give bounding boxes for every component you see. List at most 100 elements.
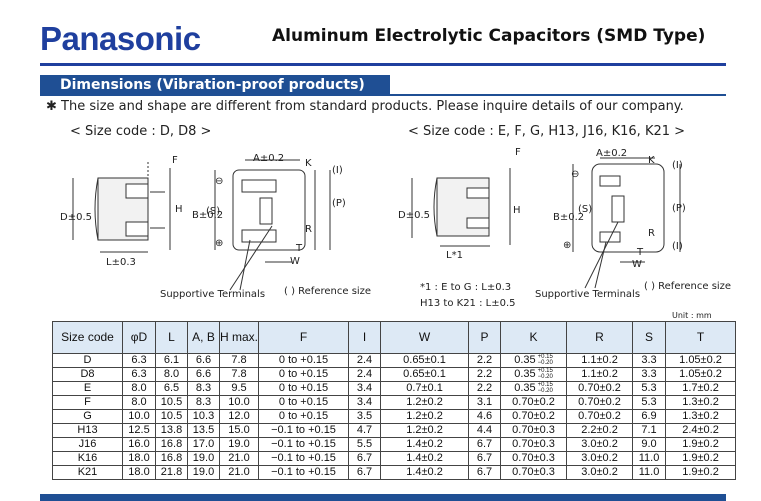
header-r: R	[566, 321, 634, 354]
cell-t: 1.9±0.2	[665, 451, 737, 466]
cell-w: 1.4±0.2	[380, 465, 470, 480]
header-size-code: Size code	[52, 321, 123, 354]
cell-t: 1.05±0.2	[665, 353, 737, 368]
label-b-left: B±0.2	[192, 210, 224, 221]
cell-t: 1.3±0.2	[665, 409, 737, 424]
minus-mark-right: ⊖	[571, 169, 580, 180]
reference-size-left: ( ) Reference size	[284, 286, 372, 297]
label-t-right: T	[637, 247, 644, 258]
label-r-left: R	[305, 224, 312, 235]
note-size-h13-to-k21: H13 to K21 : L±0.5	[420, 298, 516, 309]
cell-k: 0.70±0.2	[500, 395, 568, 410]
cell-r: 3.0±0.2	[566, 451, 634, 466]
cell-i: 2.4	[348, 367, 382, 382]
k-tolerance-lower: −0.20	[537, 360, 553, 367]
reference-size-right: ( ) Reference size	[644, 281, 732, 292]
cell-r: 3.0±0.2	[566, 437, 634, 452]
cell-f: 0 to +0.15	[258, 353, 350, 368]
cell-r: 0.70±0.2	[566, 395, 634, 410]
label-b-right: B±0.2	[553, 212, 585, 223]
cell-s: 6.9	[632, 409, 667, 424]
k-tolerance: +0.15−0.20	[538, 354, 553, 366]
cell-r: 2.2±0.2	[566, 423, 634, 438]
cell-i: 3.4	[348, 395, 382, 410]
cell-code: D	[52, 353, 123, 368]
cell-d: 18.0	[122, 465, 156, 480]
cell-w: 1.2±0.2	[380, 409, 470, 424]
label-h-left: H	[175, 204, 183, 215]
cell-k: 0.70±0.3	[500, 423, 568, 438]
label-r-right: R	[648, 228, 655, 239]
cell-f: −0.1 to +0.15	[258, 451, 350, 466]
cell-p: 2.2	[468, 367, 502, 382]
cell-d: 6.3	[122, 367, 156, 382]
cell-s: 7.1	[632, 423, 667, 438]
cell-f: 0 to +0.15	[258, 409, 350, 424]
cell-d: 12.5	[122, 423, 156, 438]
header-d: φD	[122, 321, 156, 354]
left-size-code-label: < Size code : D, D8 >	[70, 124, 212, 139]
cell-k: 0.70±0.3	[500, 451, 568, 466]
cell-l: 8.0	[155, 367, 188, 382]
cell-h: 7.8	[218, 353, 260, 368]
k-tolerance-upper: +0.15	[537, 382, 553, 389]
cell-k: 0.70±0.3	[500, 437, 568, 452]
cell-d: 18.0	[122, 451, 156, 466]
dimension-drawings	[72, 157, 681, 291]
label-f-left: F	[172, 155, 178, 166]
cell-code: D8	[52, 367, 123, 382]
cell-i: 6.7	[348, 451, 382, 466]
k-nominal: 0.35	[514, 354, 536, 366]
cell-ab: 6.6	[187, 353, 220, 368]
cell-s: 3.3	[632, 367, 667, 382]
cell-p: 4.6	[468, 409, 502, 424]
cell-ab: 8.3	[187, 381, 220, 396]
cell-w: 1.2±0.2	[380, 423, 470, 438]
right-top-view	[572, 157, 681, 289]
dimensions-table: Size code φD L A, B H max. F I W P K R S…	[52, 321, 737, 480]
header-f: F	[258, 321, 350, 354]
label-k-left: K	[305, 158, 312, 169]
cell-s: 5.3	[632, 395, 667, 410]
cell-w: 1.2±0.2	[380, 395, 470, 410]
left-top-view	[214, 159, 331, 291]
right-side-view	[411, 168, 511, 247]
left-side-view	[72, 162, 171, 253]
cell-i: 3.5	[348, 409, 382, 424]
header-t: T	[665, 321, 737, 354]
cell-code: J16	[52, 437, 123, 452]
cell-l: 6.1	[155, 353, 188, 368]
label-d-right: D±0.5	[398, 210, 430, 221]
minus-mark-left: ⊖	[215, 176, 224, 187]
label-i-left: (I)	[332, 165, 343, 176]
cell-t: 1.3±0.2	[665, 395, 737, 410]
cell-l: 13.8	[155, 423, 188, 438]
cell-code: F	[52, 395, 123, 410]
cell-ab: 17.0	[187, 437, 220, 452]
cell-f: 0 to +0.15	[258, 367, 350, 382]
cell-code: E	[52, 381, 123, 396]
cell-t: 1.9±0.2	[665, 437, 737, 452]
k-tolerance-lower: −0.20	[537, 374, 553, 381]
cell-ab: 6.6	[187, 367, 220, 382]
cell-d: 6.3	[122, 353, 156, 368]
section-note: ✱ The size and shape are different from …	[46, 99, 684, 114]
k-tolerance-upper: +0.15	[537, 368, 553, 375]
brand-logo: Panasonic	[40, 20, 201, 57]
page-title: Aluminum Electrolytic Capacitors (SMD Ty…	[272, 26, 706, 46]
cell-r: 3.0±0.2	[566, 465, 634, 480]
k-tolerance: +0.15−0.20	[538, 368, 553, 380]
cell-w: 0.7±0.1	[380, 381, 470, 396]
cell-i: 6.7	[348, 465, 382, 480]
label-w-left: W	[290, 256, 300, 267]
label-s-left: (S)	[206, 206, 221, 217]
section-divider	[40, 94, 726, 96]
plus-mark-left: ⊕	[215, 238, 224, 249]
header-ab: A, B	[187, 321, 220, 354]
plus-mark-right: ⊕	[563, 240, 572, 251]
cell-l: 6.5	[155, 381, 188, 396]
header-s: S	[632, 321, 667, 354]
